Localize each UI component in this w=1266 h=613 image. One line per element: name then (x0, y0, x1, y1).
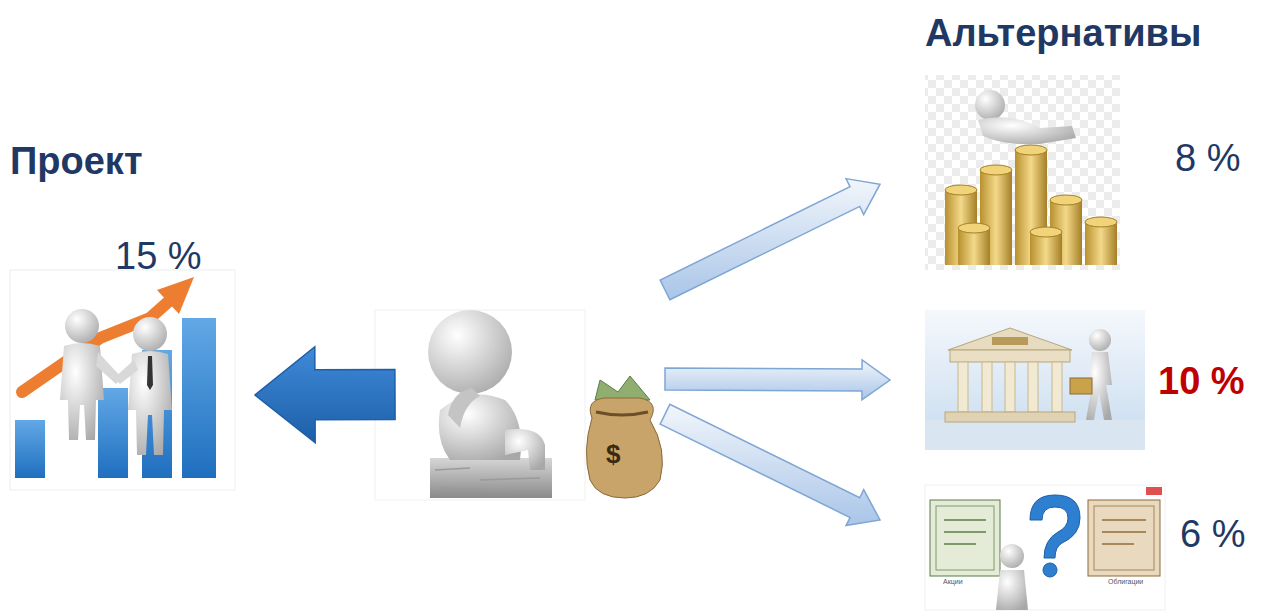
investor-box: $ (395, 280, 665, 500)
alternative-box: 6 % (880, 485, 1255, 610)
growth-arrow-head (157, 277, 194, 314)
picture-frame (925, 310, 1145, 450)
currency-sign: $ (606, 440, 620, 470)
investment-arrow (255, 347, 395, 443)
thinker-illustration (375, 310, 662, 500)
coin-top (1050, 195, 1082, 205)
question-mark-dot (1043, 563, 1057, 577)
alternative-box: 8 % (880, 75, 1255, 270)
certificate-lines (944, 520, 986, 544)
person-body (978, 117, 1076, 144)
picture-frame (925, 485, 1165, 610)
bag-rope (596, 412, 648, 415)
alternative-arrow (660, 179, 880, 300)
bond-certificate (1088, 500, 1160, 576)
thinker-leg (505, 429, 545, 470)
securities-illustration (925, 485, 1165, 610)
thinker-arm (448, 388, 480, 428)
briefcase (1070, 378, 1092, 394)
chart-bar (15, 420, 45, 478)
coin-top (1085, 217, 1117, 227)
person-head (1000, 544, 1024, 568)
banknotes (595, 376, 650, 400)
return-rate: 15 % (115, 235, 202, 279)
node-heading: Проект (10, 140, 143, 184)
bank-entablature (950, 350, 1070, 362)
coin-stack (958, 228, 990, 265)
certificate-lines (1102, 520, 1146, 544)
person-body (996, 570, 1028, 610)
bank-column (982, 362, 992, 412)
return-rate: 8 % (1175, 137, 1240, 181)
project-illustration (10, 270, 235, 490)
picture-frame (10, 270, 235, 490)
bank-column (1005, 362, 1015, 412)
project-box: Проект 15 % (10, 140, 255, 480)
bank-column (1052, 362, 1062, 412)
chart-bar (98, 388, 128, 478)
certificate-caption: Акции (943, 578, 963, 586)
picture-frame (375, 310, 585, 500)
alternative-arrow (660, 404, 880, 525)
person-head (65, 309, 99, 343)
person-head (975, 90, 1005, 120)
certificate-border (936, 506, 994, 570)
bank-column (958, 362, 968, 412)
person-head (133, 317, 167, 351)
share-certificate (930, 500, 1000, 576)
chart-bar (182, 318, 216, 478)
stone-texture (435, 468, 540, 490)
coin-top (1030, 227, 1062, 237)
coin-stack (1085, 222, 1117, 265)
alternative-box: 10 % (890, 310, 1260, 450)
question-mark (1030, 495, 1080, 558)
picture-frame (925, 75, 1120, 270)
thinker-head (428, 310, 512, 394)
person-head (1089, 329, 1111, 351)
bank-roof (948, 328, 1072, 350)
savings-illustration (925, 75, 1120, 270)
return-rate: 6 % (1180, 513, 1245, 557)
coin-top (958, 223, 990, 233)
bank-illustration (925, 310, 1145, 450)
bank-column (1028, 362, 1038, 412)
coin-top (980, 165, 1012, 175)
coin-top (945, 185, 977, 195)
group-heading: Альтернативы (925, 12, 1201, 56)
logo-mark (1146, 487, 1162, 495)
bank-base (945, 412, 1075, 422)
person-arm (114, 360, 138, 384)
ground (925, 420, 1145, 450)
money-bag (586, 398, 662, 498)
bank-sign (992, 337, 1028, 345)
certificate-caption: Облигации (1108, 578, 1143, 586)
return-rate: 10 % (1158, 360, 1245, 404)
certificate-border (1094, 506, 1154, 570)
alternative-arrow (665, 360, 890, 400)
person-tie (147, 356, 153, 390)
coin-top (1015, 145, 1047, 155)
